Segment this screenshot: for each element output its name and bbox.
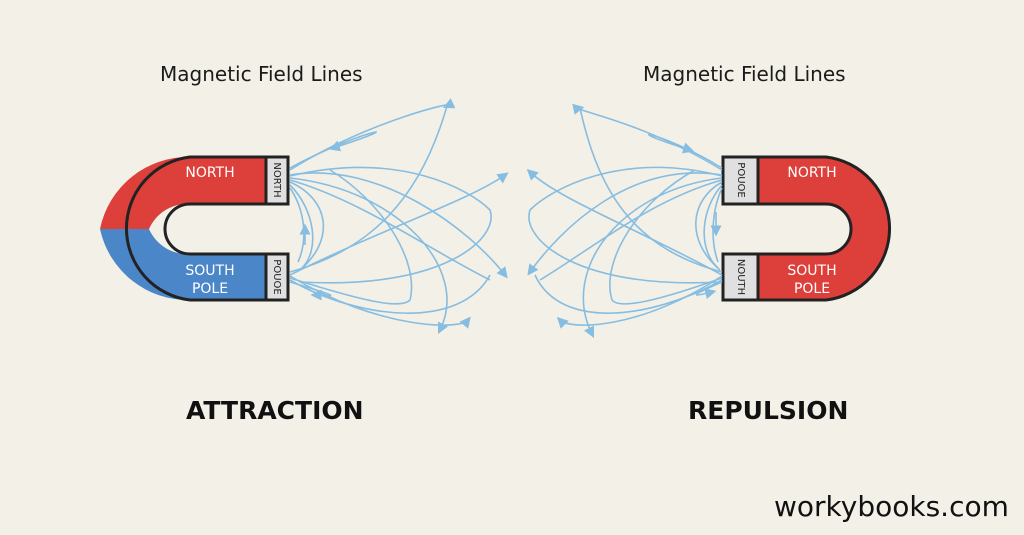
left-field-caption: Magnetic Field Lines <box>160 62 363 86</box>
left-field-line <box>289 181 325 271</box>
left-field-line <box>289 179 491 281</box>
left-field-line <box>289 169 413 305</box>
right-field-line <box>539 179 723 281</box>
left-field-lines <box>289 98 509 335</box>
right-field-line <box>526 168 723 276</box>
right-magnet-south-label-line2: POLE <box>794 281 830 297</box>
left-magnet-top-tip-text: NORTH <box>271 162 282 197</box>
right-magnet-north-label: NORTH <box>787 165 836 181</box>
left-field-line <box>289 177 449 335</box>
right-field-caption: Magnetic Field Lines <box>643 62 846 86</box>
right-field-line <box>703 184 723 269</box>
right-field-line <box>528 166 723 284</box>
right-magnet-body <box>756 155 892 302</box>
left-magnet: NORTH SOUTH POLE NORTH POUOE <box>100 155 290 302</box>
left-field-line <box>289 281 332 301</box>
left-field-line <box>289 105 448 273</box>
right-field-lines <box>526 103 723 339</box>
left-magnet-south-arm <box>100 229 266 301</box>
right-magnet-south-label-line1: SOUTH <box>787 263 836 279</box>
right-magnet-top-tip-text: POUOE <box>735 162 746 197</box>
right-field-line <box>527 172 723 276</box>
left-field-line <box>289 274 491 314</box>
left-field-line <box>289 184 314 269</box>
left-field-line <box>289 131 377 169</box>
right-field-line <box>534 274 723 314</box>
right-magnet-top-tip <box>721 155 760 206</box>
right-field-line <box>572 103 723 171</box>
right-magnet-bottom-tip <box>721 252 760 302</box>
left-field-line <box>289 172 509 276</box>
watermark: workybooks.com <box>774 490 1009 523</box>
left-field-line <box>289 275 471 329</box>
right-field-line <box>712 187 723 263</box>
left-magnet-north-arm <box>100 156 266 229</box>
left-field-line <box>289 98 456 171</box>
repulsion-title: REPULSION <box>688 396 849 425</box>
left-magnet-south-label-line2: POLE <box>192 281 228 297</box>
right-magnet: NORTH SOUTH POLE POUOE NOUTH <box>721 155 892 302</box>
left-field-line <box>289 166 492 284</box>
left-magnet-top-tip <box>264 155 290 206</box>
left-magnet-north-label: NORTH <box>185 165 234 181</box>
right-field-line <box>609 169 723 305</box>
attraction-title: ATTRACTION <box>186 396 364 425</box>
right-magnet-bottom-tip-text: NOUTH <box>735 259 746 295</box>
right-field-line <box>695 181 723 271</box>
left-magnet-outline <box>124 155 268 302</box>
left-field-line <box>289 172 508 279</box>
right-field-line <box>695 281 723 300</box>
left-magnet-bottom-tip <box>264 252 290 302</box>
left-magnet-bottom-tip-text: POUOE <box>271 259 282 294</box>
right-field-line <box>556 275 723 329</box>
left-magnet-south-label-line1: SOUTH <box>185 263 234 279</box>
right-field-line <box>648 133 723 169</box>
